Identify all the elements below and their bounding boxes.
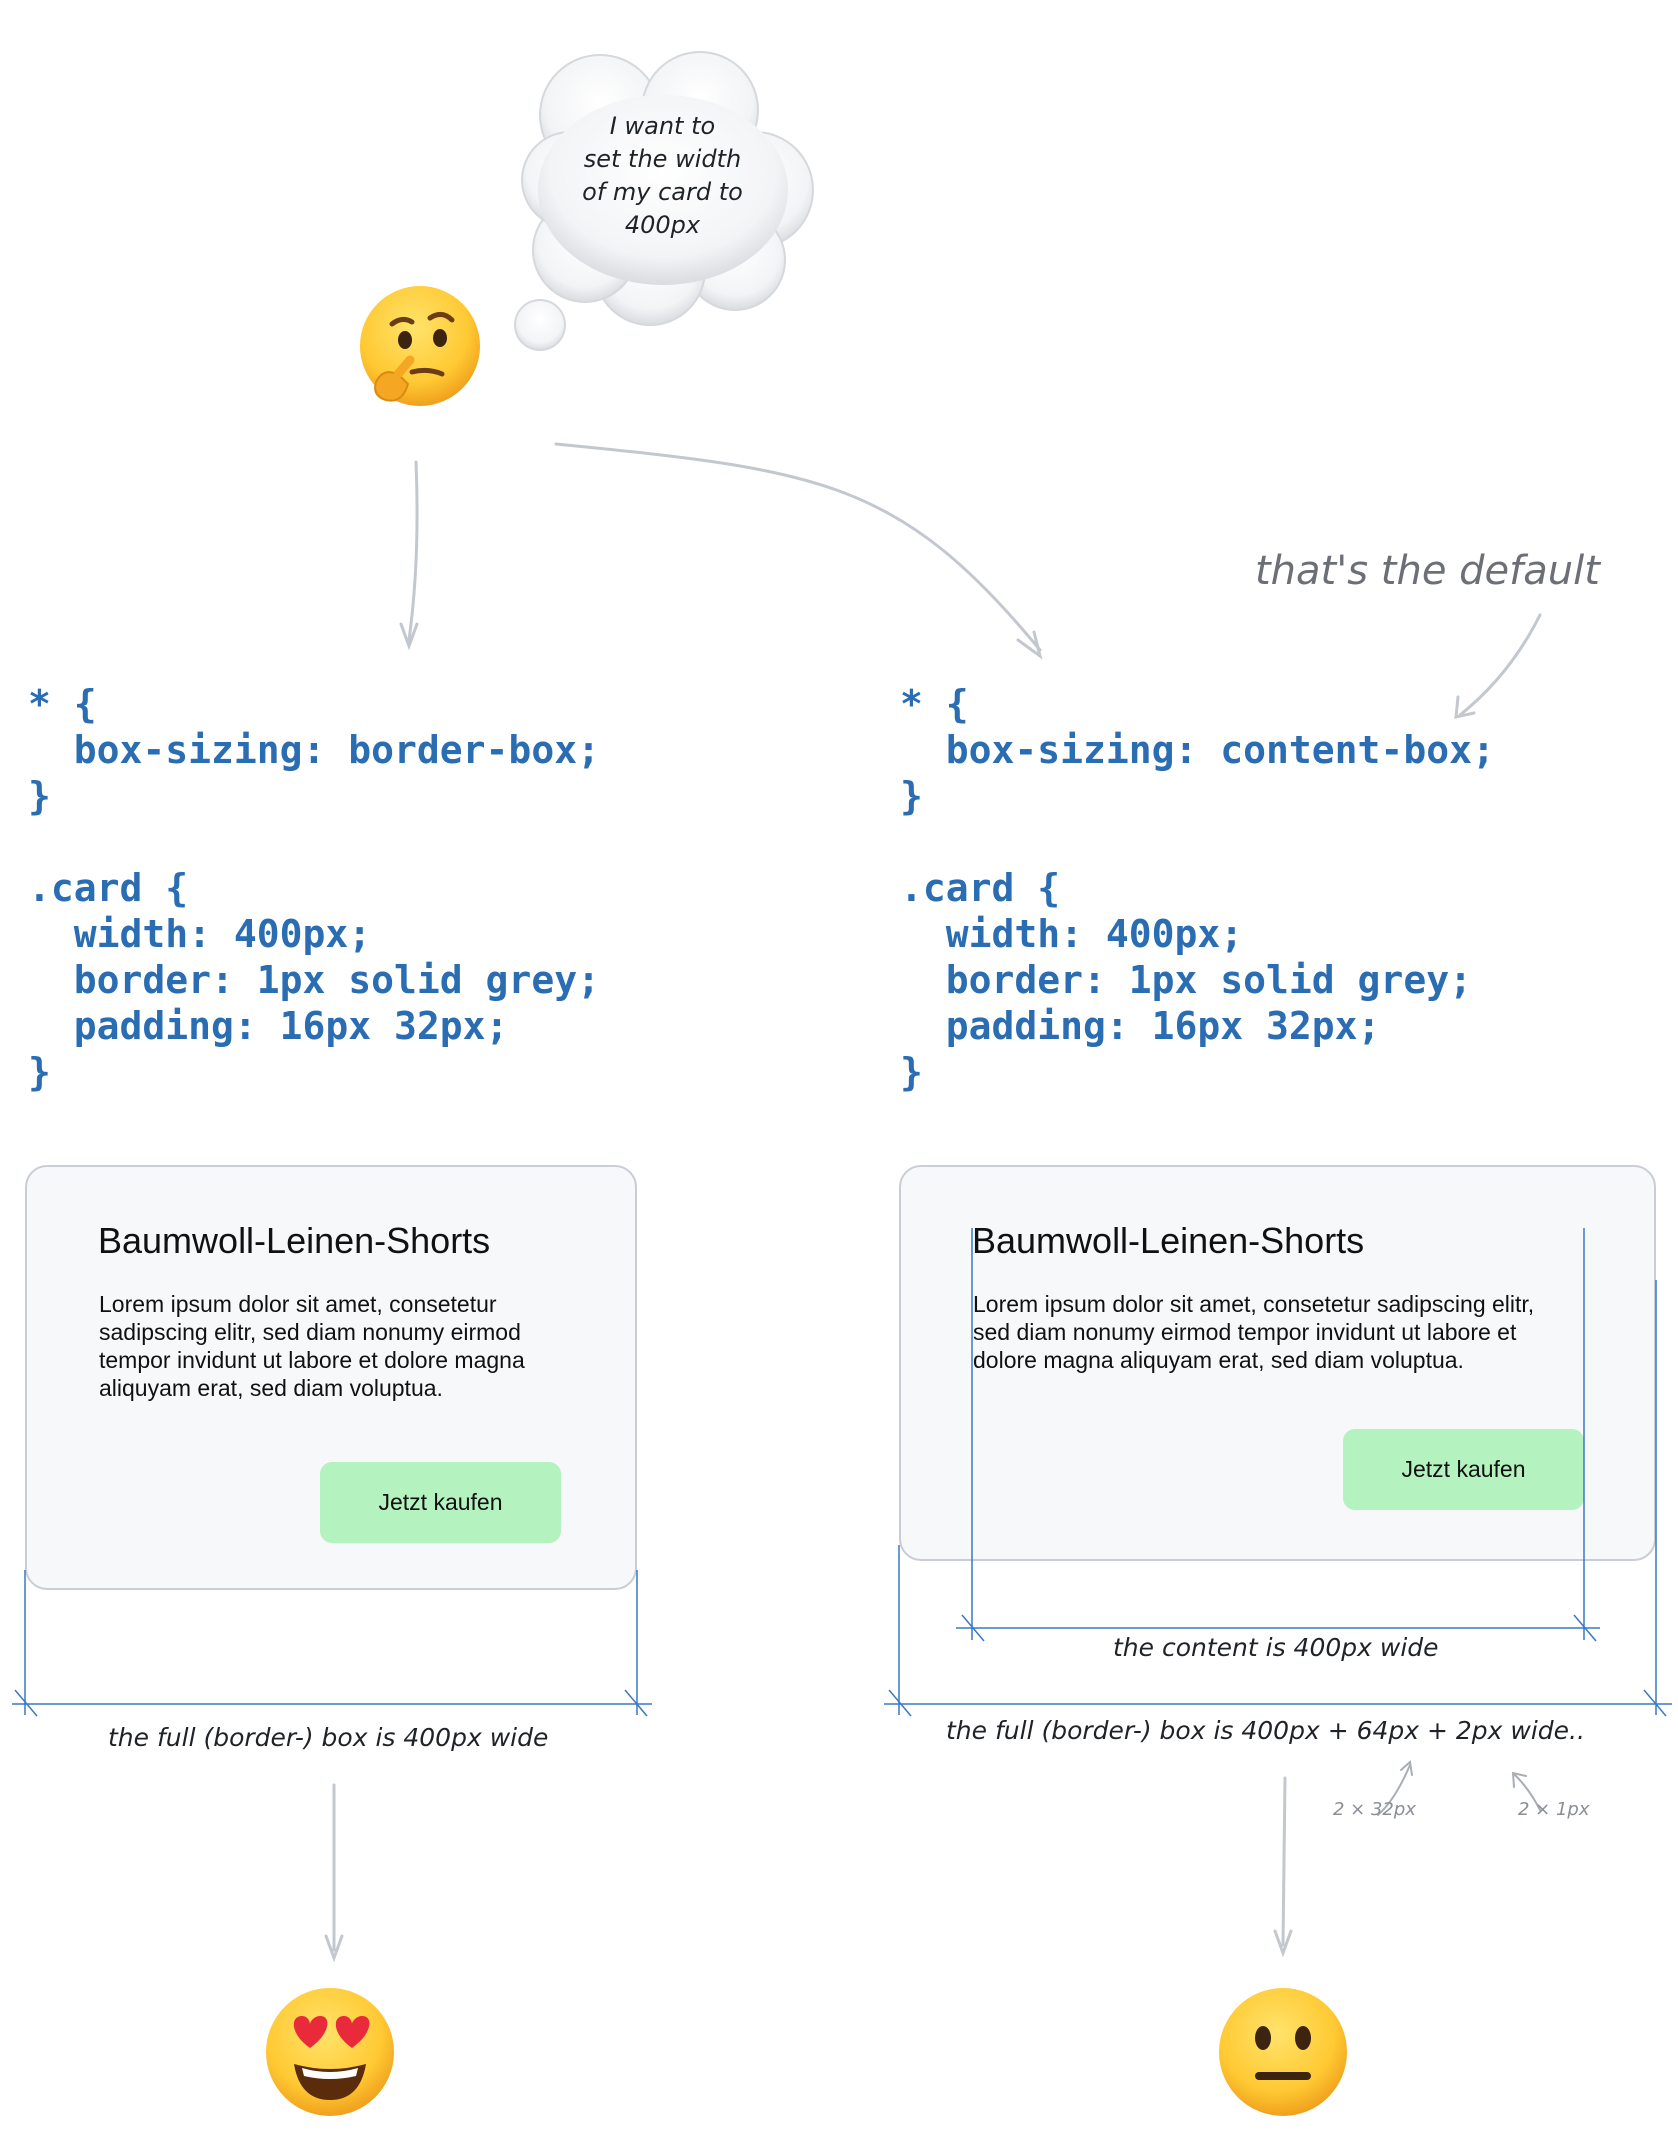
arrow-border-note [1514,1774,1541,1811]
code-line: } [28,1050,51,1094]
arrow-head-left-code [399,622,419,651]
code-line: .card { [900,866,1061,910]
code-line: } [900,1050,923,1094]
arrow-to-neutral [1281,1776,1287,1947]
code-line: } [900,774,923,818]
code-line: width: 400px; [900,912,1244,956]
heart-eyes-face-icon [266,1988,394,2116]
thought-line: of my card to [582,178,743,206]
arrow-head-neutral [1273,1929,1293,1958]
left-measure-label: the full (border-) box is 400px wide [108,1723,549,1752]
arrow-head-border-note [1511,1771,1527,1788]
code-line: box-sizing: border-box; [28,728,600,772]
thought-text: I want to set the width of my card to 40… [545,110,780,242]
code-line: padding: 16px 32px; [900,1004,1381,1048]
code-line: .card { [28,866,189,910]
right-buy-button[interactable]: Jetzt kaufen [1343,1429,1584,1510]
arrow-head-default-note [1454,695,1476,719]
right-measure-label: the full (border-) box is 400px + 64px +… [946,1716,1585,1745]
code-line: } [28,774,51,818]
neutral-face-icon [1219,1988,1347,2116]
left-card-text: Lorem ipsum dolor sit amet, consetetur s… [99,1291,525,1401]
left-buy-button[interactable]: Jetzt kaufen [320,1462,561,1543]
code-line: border: 1px solid grey; [900,958,1472,1002]
padding-note: 2 × 32px [1333,1799,1416,1820]
arrow-head-happy [324,1934,344,1963]
thought-line: I want to [609,112,716,140]
left-css-code: * { box-sizing: border-box; } .card { wi… [28,681,600,1095]
arrow-from-default-note [1458,613,1542,717]
code-line: width: 400px; [28,912,372,956]
arrow-head-padding-note [1400,1760,1413,1776]
arrow-head-right-code [1016,630,1043,660]
right-card-title: Baumwoll-Leinen-Shorts [972,1220,1365,1261]
code-line: * { [900,682,969,726]
arrow-padding-note [1377,1764,1411,1816]
code-line: padding: 16px 32px; [28,1004,509,1048]
code-line: * { [28,682,97,726]
right-css-code: * { box-sizing: content-box; } .card { w… [900,681,1495,1095]
thought-line: set the width [583,145,742,173]
left-card-title: Baumwoll-Leinen-Shorts [98,1220,491,1261]
right-content-label: the content is 400px wide [1113,1633,1439,1662]
default-note: that's the default [1255,548,1600,594]
thought-line: 400px [624,211,701,239]
right-card-text: Lorem ipsum dolor sit amet, consetetur s… [973,1291,1535,1373]
code-line: box-sizing: content-box; [900,728,1495,772]
border-note: 2 × 1px [1518,1799,1590,1820]
arrow-to-left-code [407,460,419,642]
arrow-to-right-code [554,442,1042,652]
code-line: border: 1px solid grey; [28,958,600,1002]
thinking-face-icon [360,286,480,406]
